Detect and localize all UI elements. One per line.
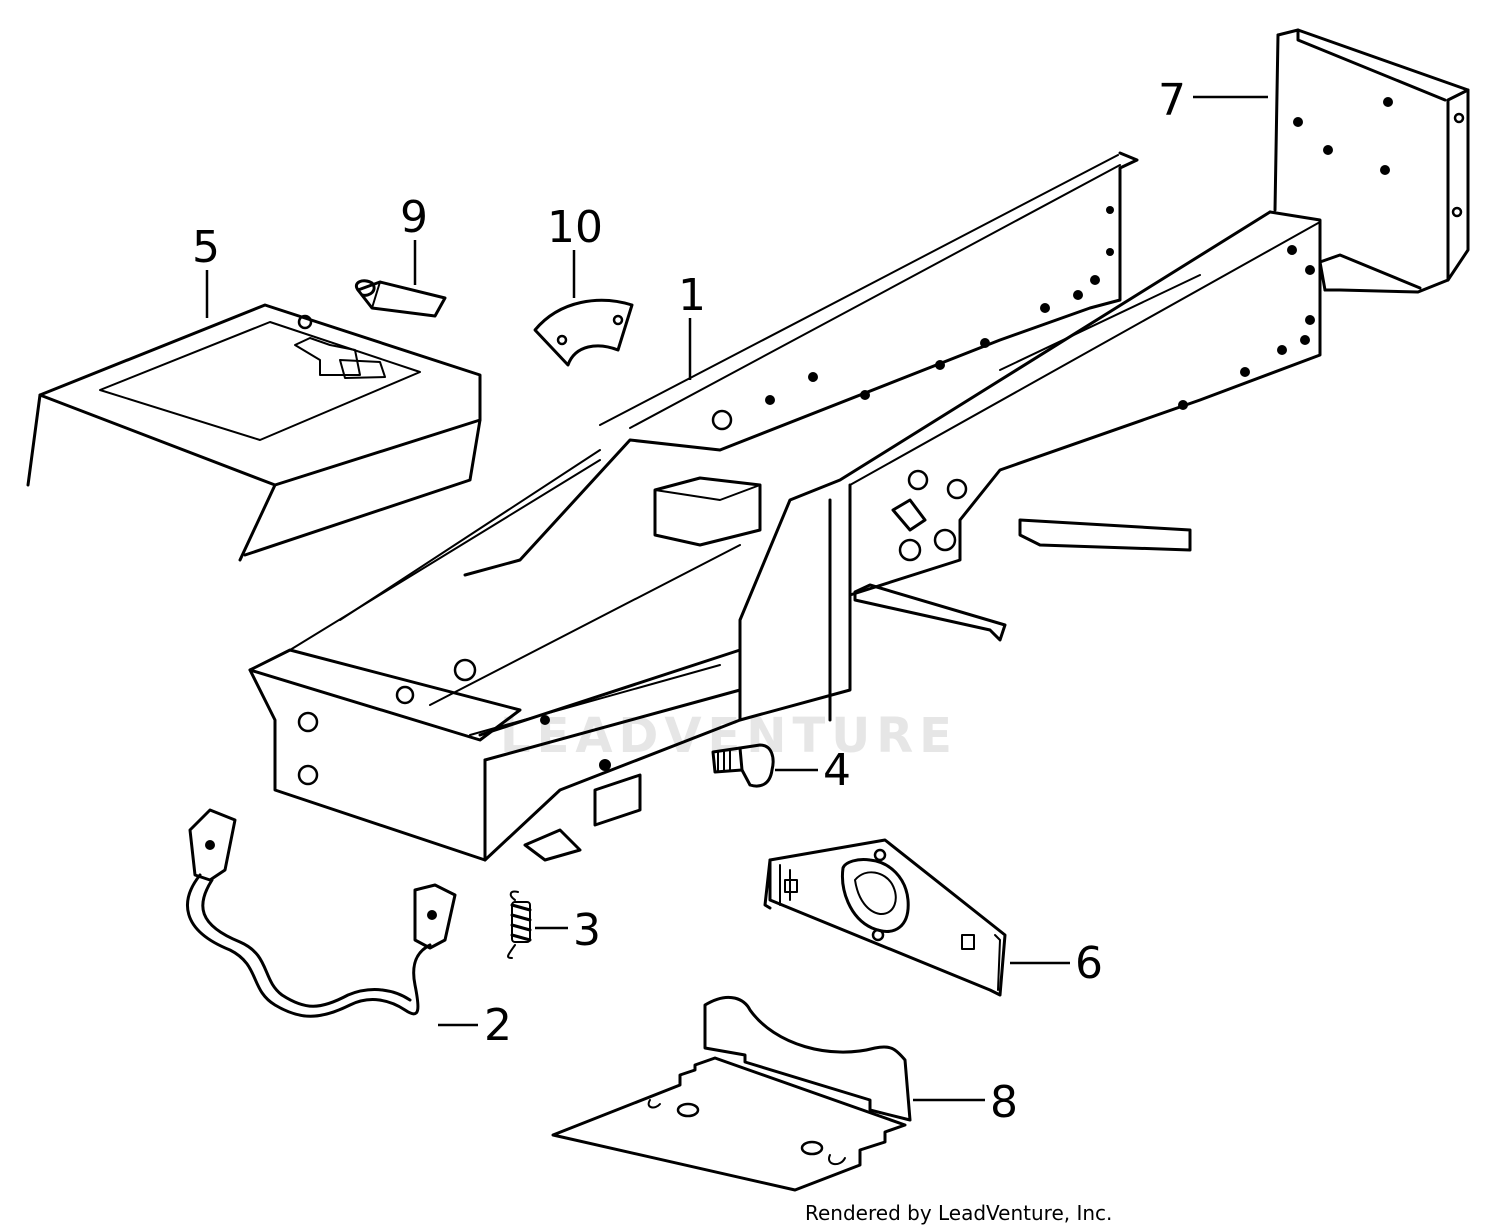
part-1-frame[interactable]: [248, 151, 1322, 862]
part-3-spring[interactable]: [507, 890, 532, 959]
part-8-heat-shield[interactable]: [551, 995, 912, 1192]
callout-6: 6: [1075, 938, 1103, 989]
callout-7: 7: [1158, 75, 1186, 126]
callout-1: 1: [678, 270, 706, 321]
callout-8: 8: [990, 1077, 1018, 1128]
credit-text: Rendered by LeadVenture, Inc.: [805, 1201, 1112, 1225]
part-10-curved-bracket[interactable]: [533, 298, 634, 367]
callout-10: 10: [547, 202, 603, 253]
part-2-bail[interactable]: [186, 808, 457, 1018]
callout-5: 5: [192, 222, 220, 273]
part-9-hinge[interactable]: [355, 279, 447, 318]
callout-4: 4: [823, 745, 851, 796]
callout-9: 9: [400, 192, 428, 243]
part-6-mount-plate[interactable]: [763, 838, 1007, 997]
part-7-rear-guard[interactable]: [1273, 28, 1470, 294]
part-4-bolt[interactable]: [711, 743, 775, 788]
part-5-seat-pan[interactable]: [26, 303, 482, 562]
callout-2: 2: [484, 1000, 512, 1051]
callout-3: 3: [573, 905, 601, 956]
